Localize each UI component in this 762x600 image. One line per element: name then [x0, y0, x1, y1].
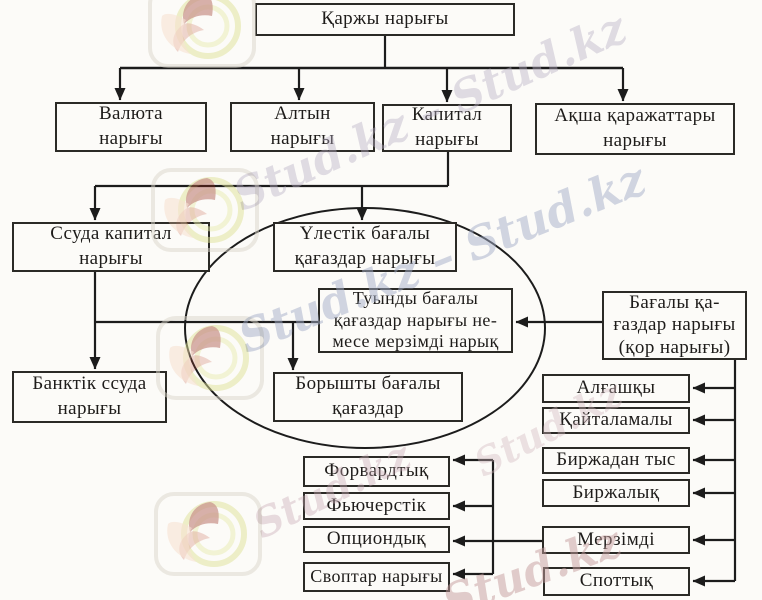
node-securities-stock-market: Бағалы қа- ғаздар нарығы (қор нарығы) [602, 291, 747, 360]
node-primary-market: Алғашқы [542, 374, 690, 403]
node-money-funds-market: Ақша қаражаттары нарығы [535, 103, 735, 155]
node-loan-capital-market: Ссуда капитал нарығы [12, 222, 210, 272]
node-currency-market: Валюта нарығы [55, 102, 207, 152]
connector-loan-capital-chain [89, 272, 318, 371]
node-derivative-securities-market: Туынды бағалы қағаздар нарығы не- месе м… [318, 288, 513, 353]
node-term-market: Мерзімді [542, 526, 690, 554]
node-swaps-market: Своптар нарығы [303, 562, 450, 592]
node-spot-market: Споттық [543, 567, 690, 596]
node-financial-market: Қаржы нарығы [255, 3, 515, 36]
node-secondary-market: Қайталамалы [542, 407, 690, 434]
node-gold-market: Алтын нарығы [230, 102, 375, 152]
node-bank-loan-market: Банктік ссуда нарығы [12, 371, 167, 423]
node-futures-market: Фьючерстік [303, 492, 450, 520]
node-exchange-market: Биржалық [542, 479, 690, 507]
connector-root-to-level2 [114, 36, 629, 103]
node-forward-market: Форвардтық [303, 456, 450, 487]
node-option-market: Опциондық [303, 526, 450, 553]
node-capital-market: Капитал нарығы [382, 104, 512, 152]
node-otc-market: Биржадан тыс [542, 447, 690, 474]
node-debt-securities: Борышты бағалы қағаздар [273, 372, 463, 422]
connector-term-split [452, 454, 542, 580]
node-equity-securities-market: Үлестік бағалы қағаздар нарығы [273, 222, 457, 272]
connector-securities-column [692, 360, 737, 587]
